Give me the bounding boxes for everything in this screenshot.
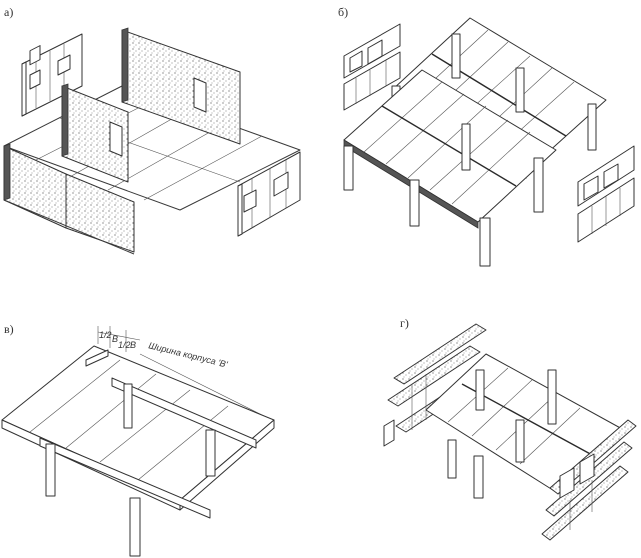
front-wall-panels bbox=[3, 143, 135, 255]
detached-window-panels-right bbox=[577, 145, 635, 243]
span-half-left: 1/2 bbox=[99, 330, 112, 340]
corpus-width-label: Ширина корпуса 'В' bbox=[148, 340, 229, 369]
panel-g-assembled-frame-with-panels: г) bbox=[383, 316, 637, 541]
panel-v-slab-on-columns: в) 1/2 В 1/2 В Ширина корпуса 'В' bbox=[1, 322, 275, 557]
panel-a-label: а) bbox=[4, 5, 13, 19]
panel-v-label: в) bbox=[4, 322, 14, 336]
slab-beams bbox=[39, 349, 257, 519]
detached-window-panel-top-left bbox=[21, 33, 83, 117]
panel-b-frame-with-beams: б) bbox=[338, 5, 635, 267]
middle-wall-with-door bbox=[61, 83, 129, 183]
span-dimension-marks: 1/2 В 1/2 В bbox=[97, 326, 141, 352]
lower-columns bbox=[343, 123, 544, 267]
detached-window-panels-left bbox=[343, 23, 401, 111]
span-b-right: В bbox=[130, 340, 136, 350]
panel-b-label: б) bbox=[338, 5, 348, 19]
assembled-columns bbox=[447, 369, 557, 499]
panel-a-wall-panels: а) bbox=[3, 5, 301, 255]
detached-window-panel-right bbox=[237, 151, 301, 237]
span-b-left: В bbox=[112, 334, 118, 344]
back-wall-with-door bbox=[121, 27, 241, 145]
span-half-right: 1/2 bbox=[118, 340, 131, 350]
slab-columns bbox=[45, 383, 216, 557]
panel-g-label: г) bbox=[400, 316, 409, 330]
right-wall-panels bbox=[541, 419, 637, 541]
